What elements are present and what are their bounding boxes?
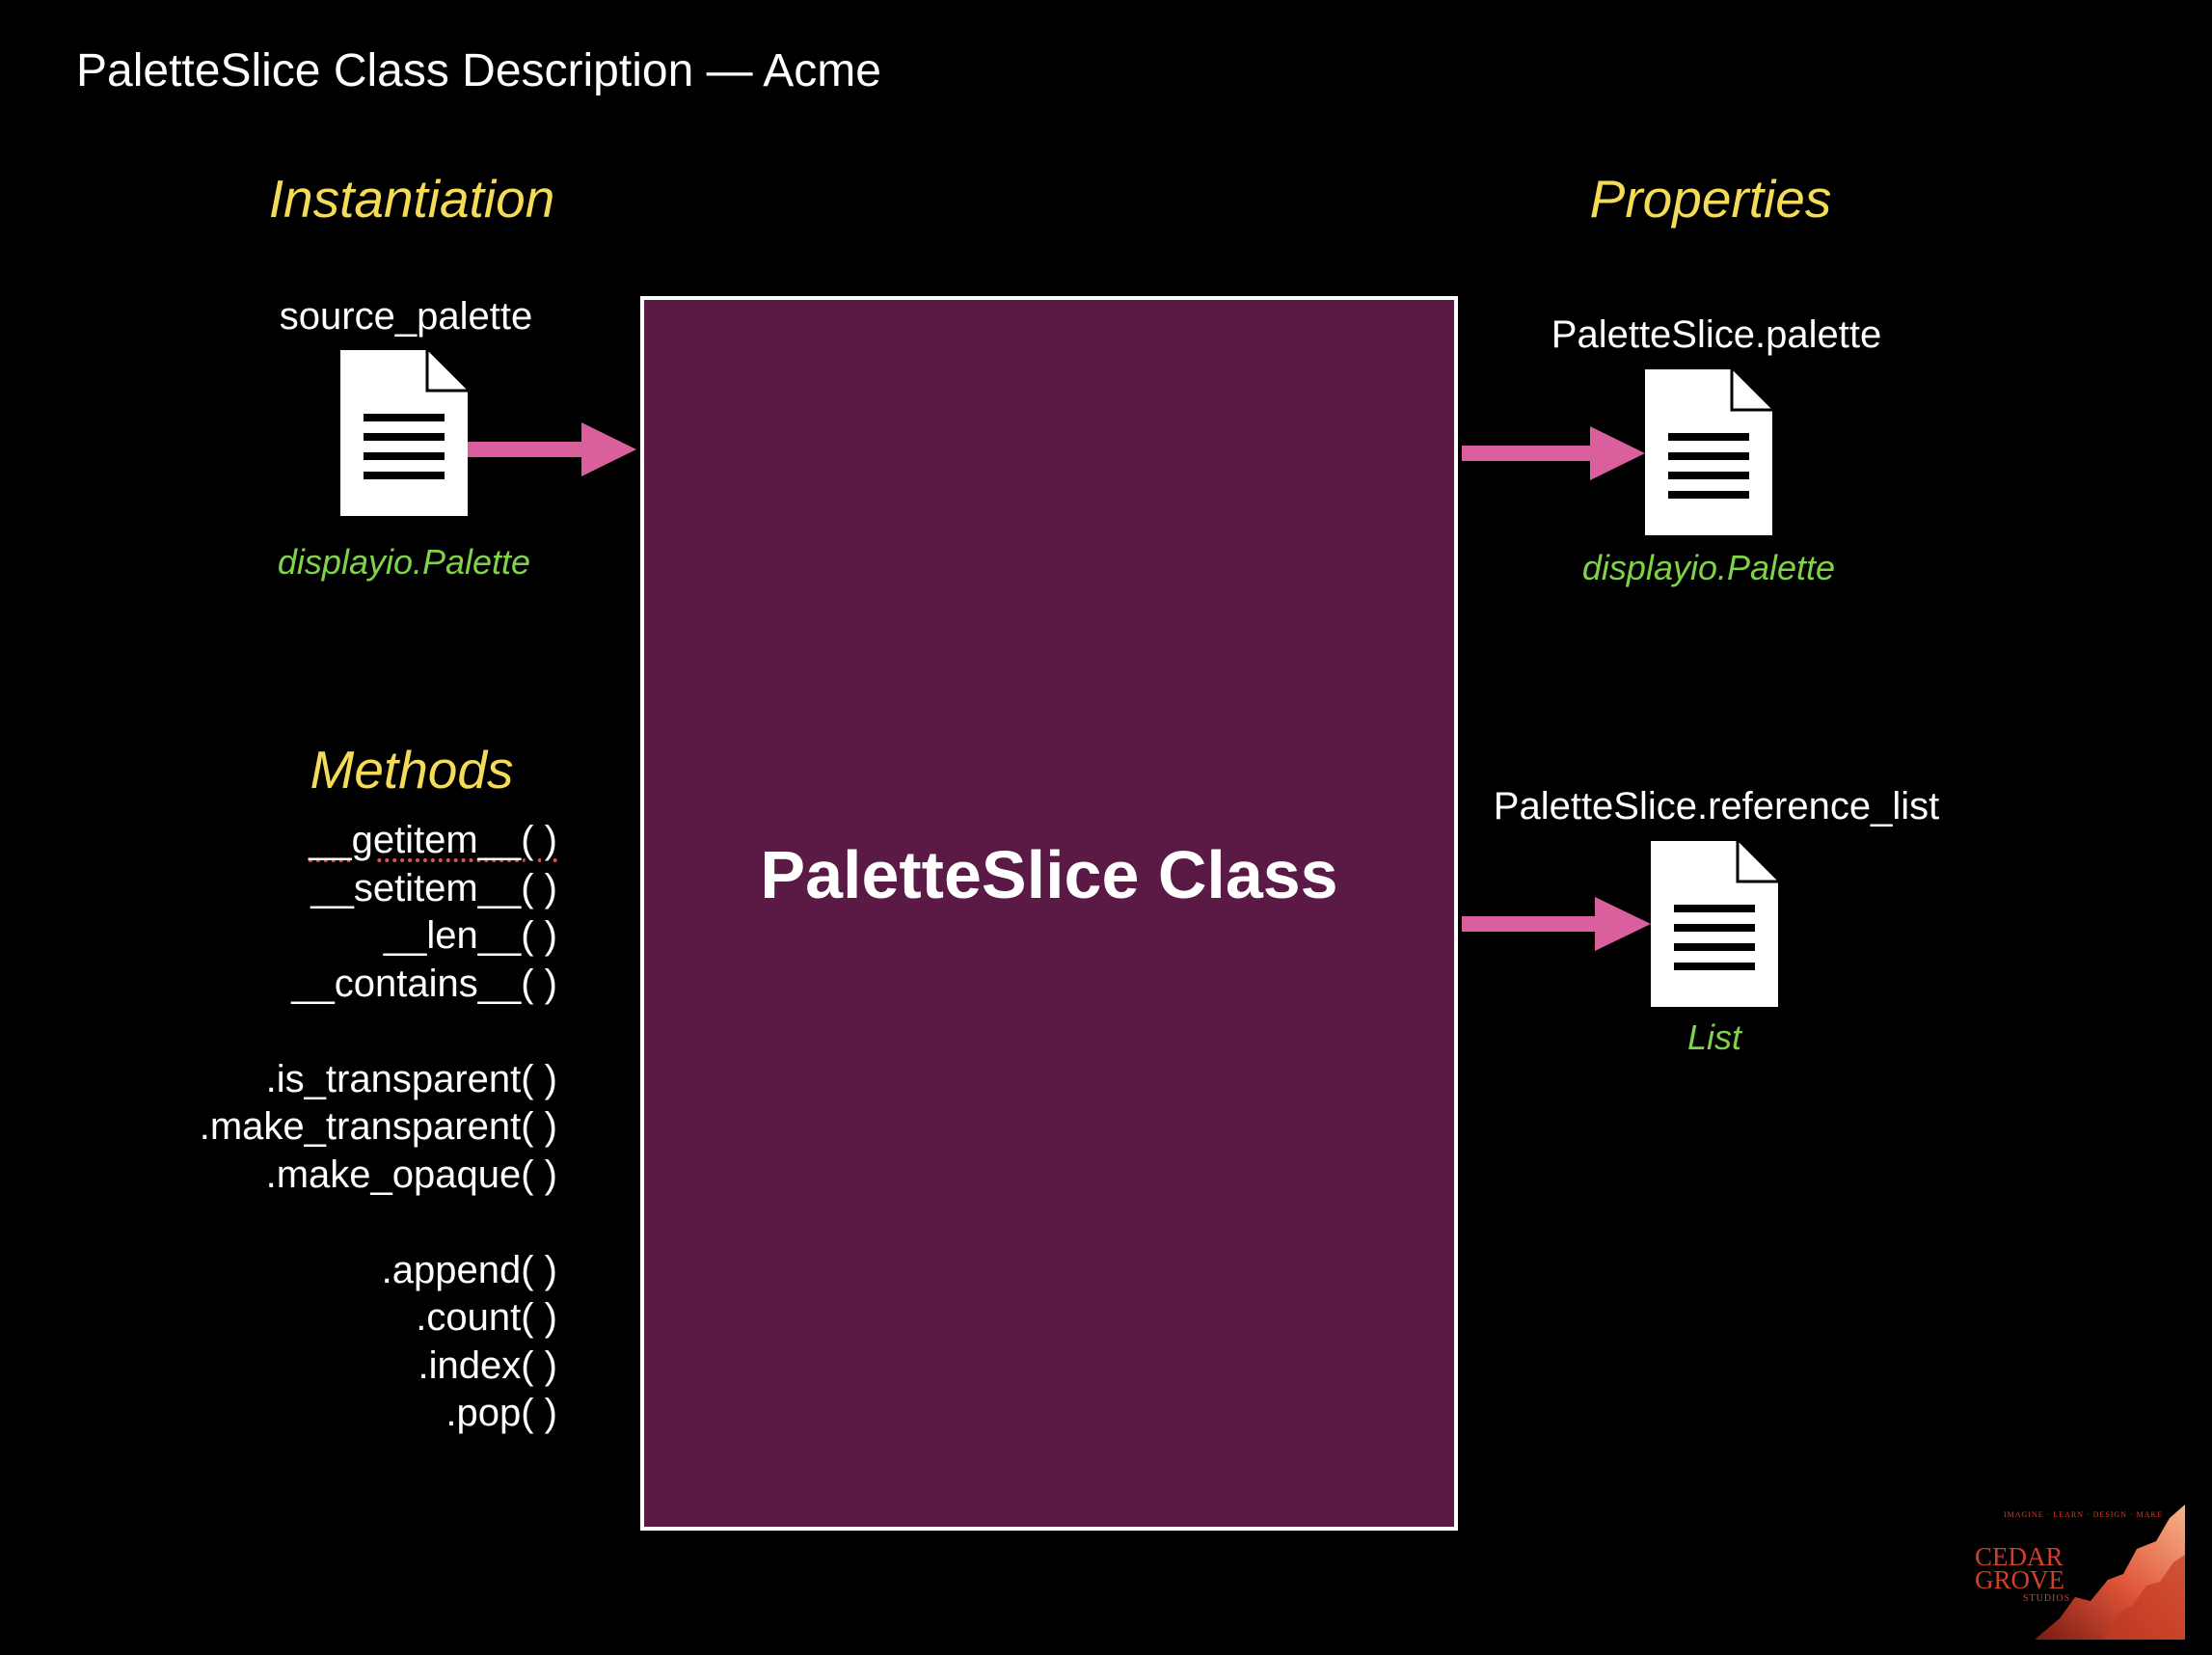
source-palette-document-icon — [340, 350, 468, 516]
method-item: .index( ) — [418, 1343, 558, 1387]
instantiation-heading: Instantiation — [268, 169, 555, 229]
method-item: .count( ) — [416, 1296, 557, 1339]
reference-list-document-icon — [1651, 841, 1778, 1007]
method-item: __len__( ) — [383, 914, 557, 957]
property-type-reference-list: List — [1686, 1017, 1742, 1057]
method-item: __getitem__( ) — [200, 817, 557, 865]
source-palette-label: source_palette — [279, 295, 533, 338]
method-name: __getitem__( ) — [309, 819, 557, 861]
method-item: .pop( ) — [445, 1392, 557, 1434]
class-label: PaletteSlice Class — [760, 837, 1338, 912]
method-item: __setitem__( ) — [310, 866, 557, 909]
property-type-palette: displayio.Palette — [1581, 548, 1836, 587]
property-arrow-palette — [1462, 426, 1645, 480]
method-item: .make_transparent( ) — [199, 1105, 557, 1148]
property-label-palette: PaletteSlice.palette — [1551, 313, 1882, 356]
page-title: PaletteSlice Class Description — Acme — [76, 45, 881, 96]
property-arrow-reference-list — [1462, 897, 1651, 951]
instantiation-arrow — [468, 422, 636, 476]
method-item: .append( ) — [381, 1248, 557, 1291]
class-box: PaletteSlice Class — [640, 296, 1458, 1531]
palette-document-icon — [1645, 369, 1772, 535]
source-palette-type: displayio.Palette — [277, 542, 531, 582]
properties-heading: Properties — [1589, 169, 1832, 229]
methods-list: __getitem__( ) __setitem__( ) __len__( )… — [200, 817, 557, 1438]
method-item: .make_opaque( ) — [265, 1153, 557, 1196]
property-label-reference-list: PaletteSlice.reference_list — [1493, 785, 1940, 828]
methods-heading: Methods — [310, 740, 514, 800]
method-item: .is_transparent( ) — [265, 1057, 557, 1100]
method-item: __contains__( ) — [291, 962, 557, 1005]
cedar-grove-studios-logo: Imagine · Learn · Design · Make Cedar Gr… — [1967, 1505, 2185, 1640]
